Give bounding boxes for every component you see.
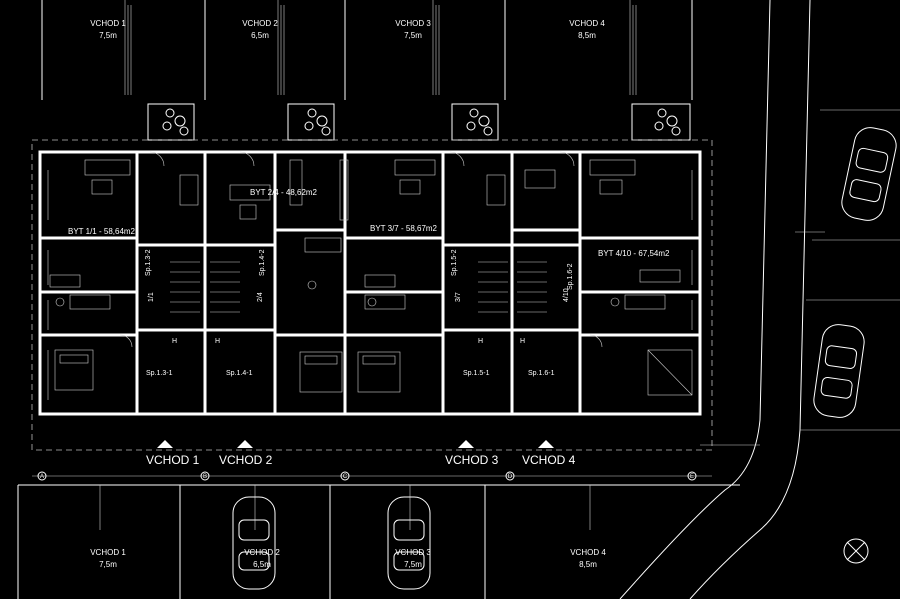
car-icon	[387, 496, 431, 590]
bottom-parking-width-2: 6,5m	[253, 560, 271, 569]
svg-text:H: H	[520, 338, 525, 345]
storage-label-3: Sp.1.5-1	[463, 370, 490, 377]
axis-label-e: E	[690, 474, 694, 480]
car-icon	[813, 324, 865, 418]
apartment-label-1: BYT 1/1 - 58,64m2	[68, 227, 136, 236]
top-parking-width-1: 7,5m	[99, 31, 117, 40]
stair-label-2: Sp.1.4-2	[259, 249, 266, 276]
entrance-label-4: VCHOD 4	[522, 453, 576, 467]
axis-label-a: A	[40, 474, 44, 480]
top-parking-label-1: VCHOD 1	[90, 19, 126, 28]
top-parking-label-3: VCHOD 3	[395, 19, 431, 28]
apartment-label-4: BYT 4/10 - 67,54m2	[598, 249, 670, 258]
apartment-labels: BYT 1/1 - 58,64m2 BYT 2/4 - 48,62m2 BYT …	[68, 188, 670, 258]
bottom-parking-label-4: VCHOD 4	[570, 548, 606, 557]
bottom-parking-width-3: 7,5m	[404, 560, 422, 569]
apartment-label-2: BYT 2/4 - 48,62m2	[250, 188, 318, 197]
stair-label-4: Sp.1.6-2	[567, 263, 574, 290]
parked-cars	[232, 127, 897, 590]
car-icon	[232, 496, 276, 590]
entrance-label-3: VCHOD 3	[445, 453, 499, 467]
bottom-parking-label-1: VCHOD 1	[90, 548, 126, 557]
storage-label-4: Sp.1.6-1	[528, 370, 555, 377]
entrance-markers: VCHOD 1 VCHOD 2 VCHOD 3 VCHOD 4	[146, 440, 576, 467]
car-icon	[841, 127, 897, 221]
svg-text:H: H	[215, 338, 220, 345]
top-parking-width-4: 8,5m	[578, 31, 596, 40]
entrance-label-2: VCHOD 2	[219, 453, 273, 467]
bottom-parking-width-1: 7,5m	[99, 560, 117, 569]
bottom-parking-width-4: 8,5m	[579, 560, 597, 569]
axis-label-d: D	[508, 474, 513, 480]
road-edge	[619, 0, 900, 599]
waste-bin-enclosures	[147, 103, 691, 141]
svg-text:H: H	[172, 338, 177, 345]
bottom-parking-area: VCHOD 1 7,5m VCHOD 2 6,5m VCHOD 3 7,5m V…	[17, 484, 740, 599]
axis-markers: A B C D E	[32, 471, 712, 481]
top-parking-label-4: VCHOD 4	[569, 19, 605, 28]
apartment-label-3: BYT 3/7 - 58,67m2	[370, 224, 438, 233]
room-labels: Sp.1.3-2 Sp.1.4-2 Sp.1.5-2 Sp.1.6-2 1/1 …	[145, 249, 574, 377]
axis-label-b: B	[203, 474, 207, 480]
top-parking-width-3: 7,5m	[404, 31, 422, 40]
stair-label-3: Sp.1.5-2	[451, 249, 458, 276]
stair-arrow-2: 2/4	[257, 292, 264, 302]
entrance-label-1: VCHOD 1	[146, 453, 200, 467]
north-arrow-icon	[843, 538, 869, 564]
storage-label-2: Sp.1.4-1	[226, 370, 253, 377]
top-parking-label-2: VCHOD 2	[242, 19, 278, 28]
interior-furniture: H H H H	[47, 151, 693, 400]
svg-text:H: H	[478, 338, 483, 345]
stair-arrow-3: 3/7	[455, 292, 462, 302]
top-parking-area: VCHOD 1 7,5m VCHOD 2 6,5m VCHOD 3 7,5m V…	[41, 0, 693, 100]
stair-arrow-4: 4/10	[563, 288, 570, 302]
stair-label-1: Sp.1.3-2	[145, 249, 152, 276]
top-parking-width-2: 6,5m	[251, 31, 269, 40]
storage-label-1: Sp.1.3-1	[146, 370, 173, 377]
stair-arrow-1: 1/1	[148, 292, 155, 302]
axis-label-c: C	[343, 474, 348, 480]
